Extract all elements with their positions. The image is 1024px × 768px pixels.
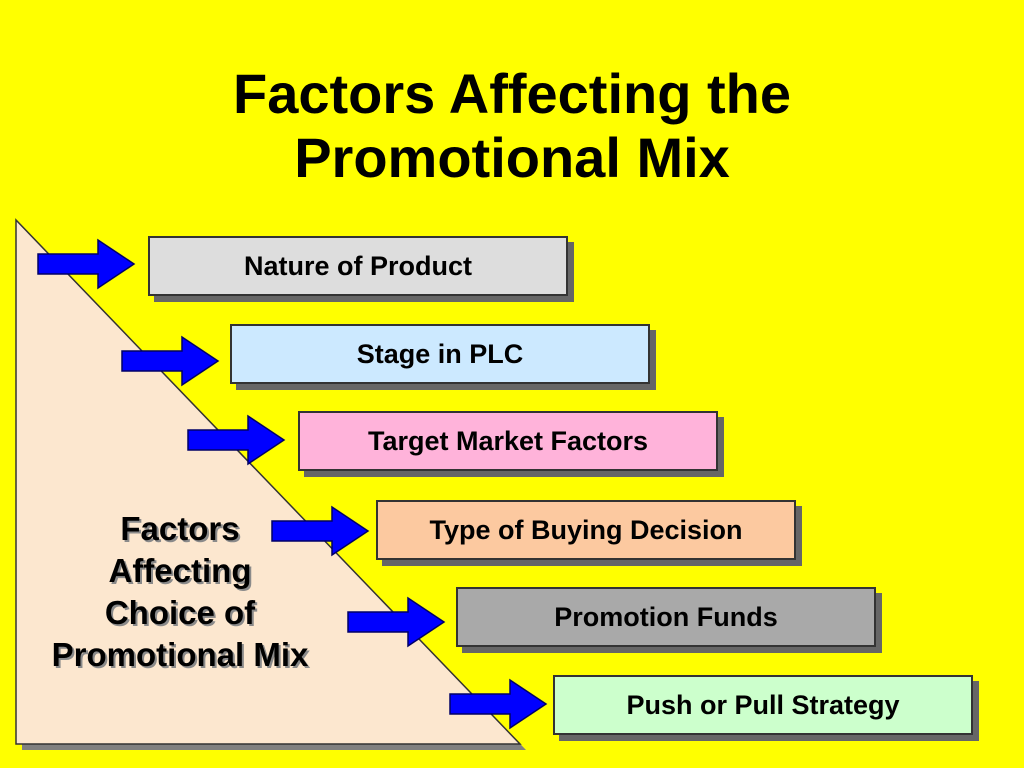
arrow-right-icon: [271, 505, 370, 557]
triangle-label-line-4: Promotional Mix: [51, 636, 309, 673]
arrow-right-icon: [121, 335, 220, 387]
triangle-label-line-2: Affecting: [108, 552, 252, 589]
arrow-3: [187, 414, 286, 466]
factor-box-push-or-pull-strategy: Push or Pull Strategy: [553, 675, 973, 735]
slide-title-line-2: Promotional Mix: [294, 126, 730, 189]
factor-box-target-market-factors: Target Market Factors: [298, 411, 718, 471]
factor-box-promotion-funds: Promotion Funds: [456, 587, 876, 647]
factor-label: Push or Pull Strategy: [626, 689, 900, 720]
triangle-label-line-3: Choice of: [104, 594, 256, 631]
arrow-right-icon: [37, 238, 136, 290]
arrow-2: [121, 335, 220, 387]
arrow-right-icon: [347, 596, 446, 648]
factor-box-nature-of-product: Nature of Product: [148, 236, 568, 296]
factor-label: Type of Buying Decision: [429, 514, 743, 545]
factor-label: Stage in PLC: [356, 338, 524, 369]
arrow-6: [449, 678, 548, 730]
factor-label: Nature of Product: [243, 250, 472, 281]
arrow-4: [271, 505, 370, 557]
slide-title-line-1: Factors Affecting the: [233, 62, 791, 125]
arrow-right-icon: [449, 678, 548, 730]
arrow-1: [37, 238, 136, 290]
factor-label: Promotion Funds: [554, 601, 778, 632]
slide-title: Factors Affecting the Promotional Mix: [0, 62, 1024, 190]
factor-box-type-of-buying-decision: Type of Buying Decision: [376, 500, 796, 560]
factor-label: Target Market Factors: [367, 425, 649, 456]
arrow-right-icon: [187, 414, 286, 466]
triangle-label-line-1: Factors: [120, 510, 240, 547]
triangle-label: Factors Affecting Choice of Promotional …: [20, 508, 340, 676]
arrow-5: [347, 596, 446, 648]
factor-box-stage-in-plc: Stage in PLC: [230, 324, 650, 384]
